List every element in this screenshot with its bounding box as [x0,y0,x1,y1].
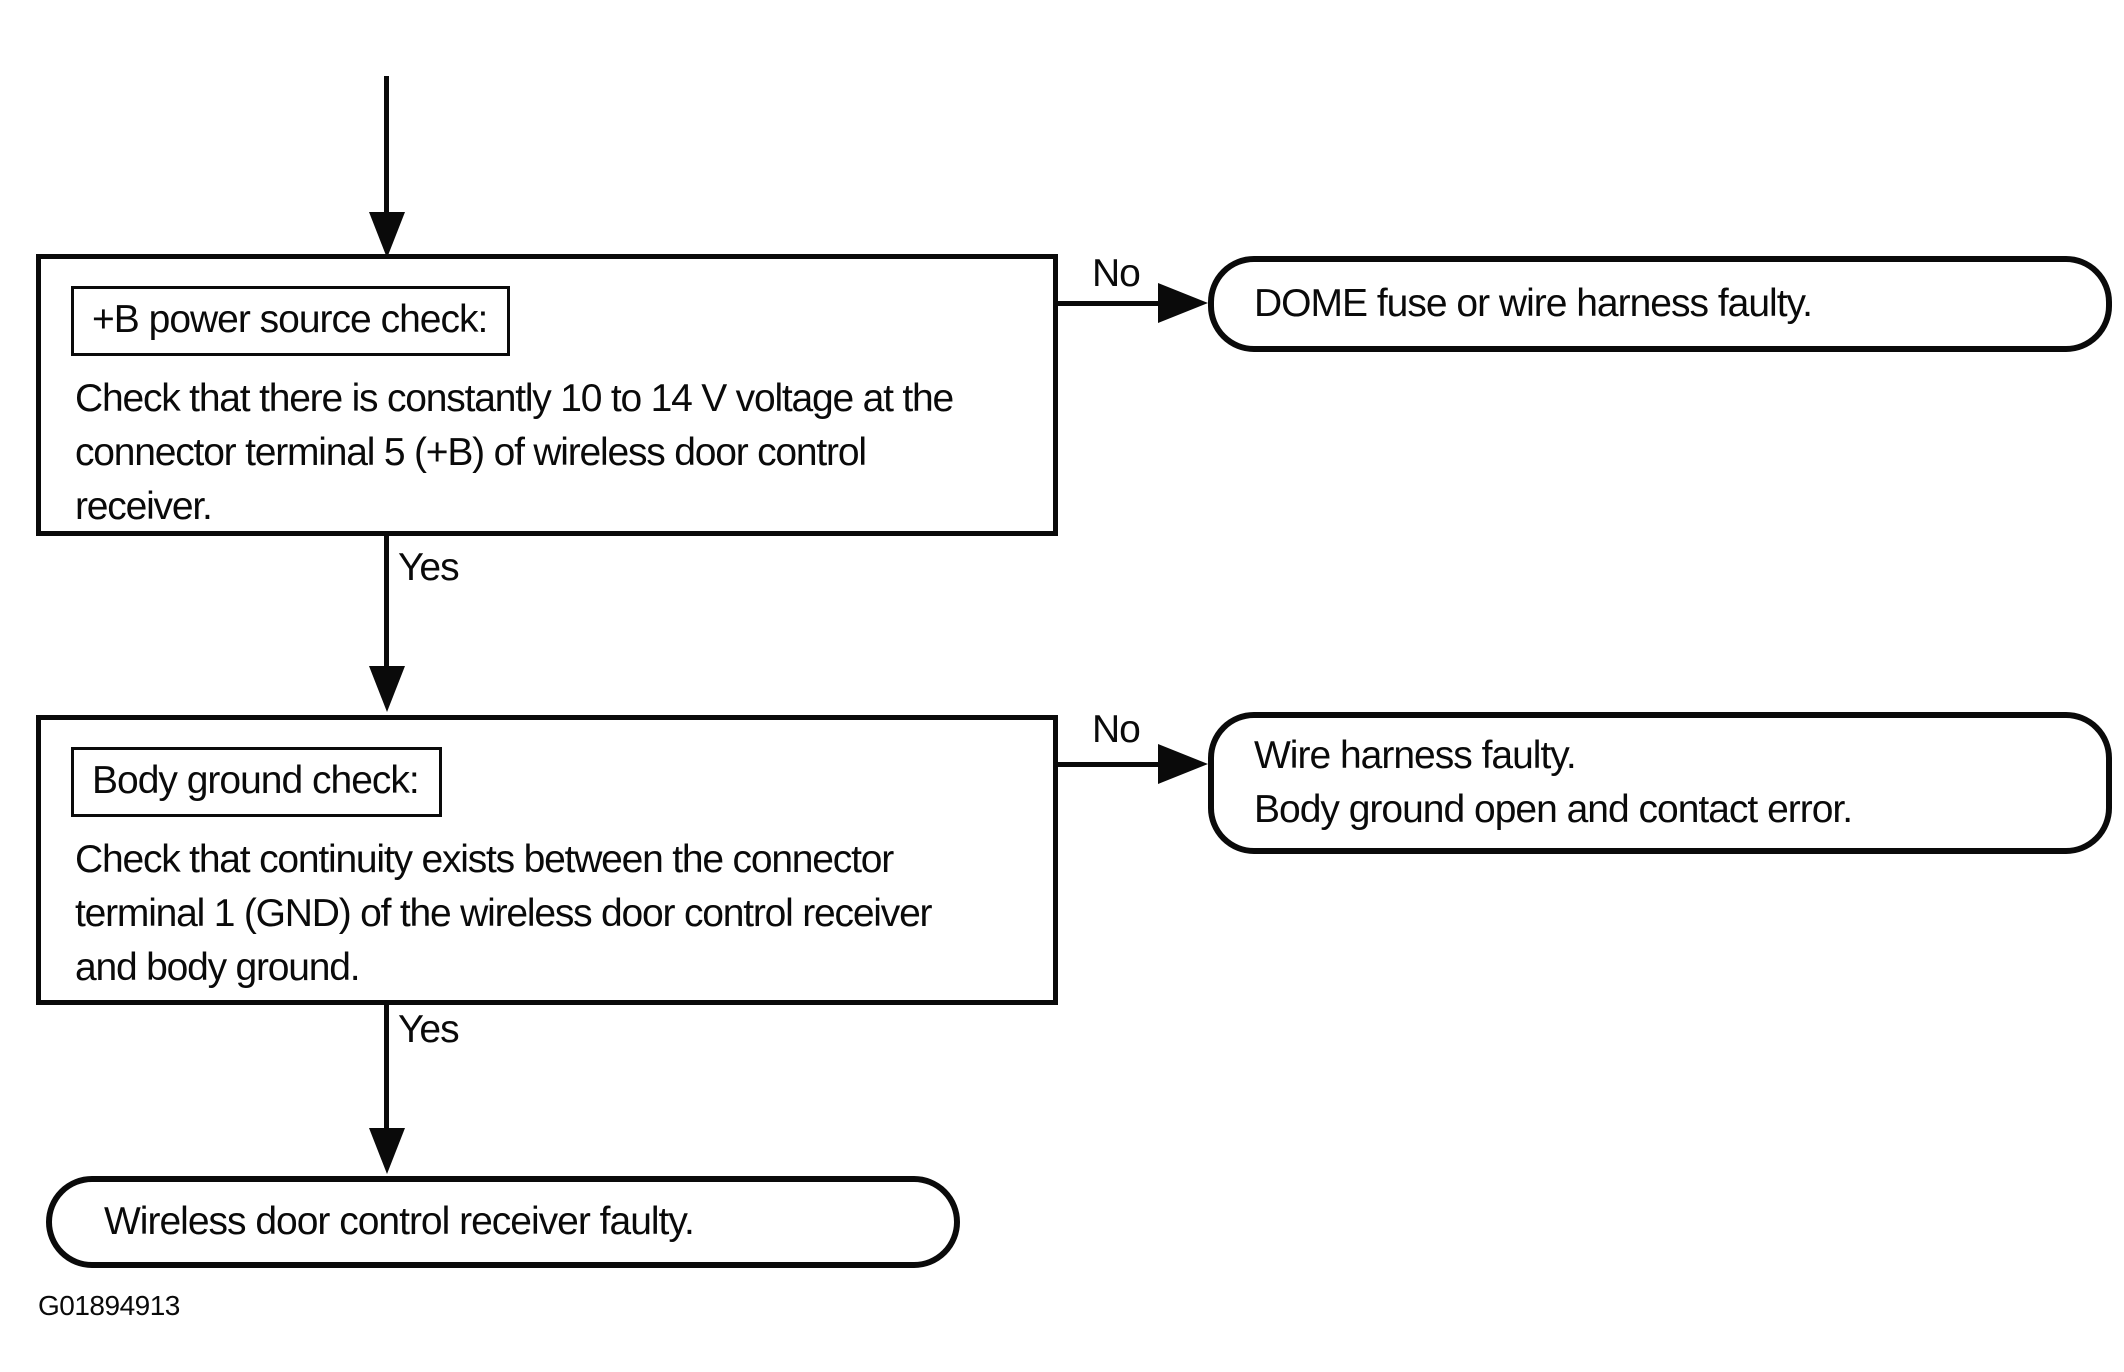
step1-title-box: +B power source check: [71,286,511,356]
step1-yes-arrow-line [384,536,389,670]
step1-desc-line-2: connector terminal 5 (+B) of wireless do… [75,431,867,474]
step2-desc-line-3: and body ground. [75,946,361,989]
step1-no-result-box: DOME fuse or wire harness faulty. [1208,256,2112,352]
entry-arrow-line [384,76,389,216]
step2-yes-label: Yes [398,1008,460,1051]
step2-yes-arrow-line [384,1005,389,1131]
step2-no-result-line-2: Body ground open and contact error. [1254,788,1853,831]
step1-no-arrow-head [1158,283,1208,323]
step2-title-box: Body ground check: [71,747,442,817]
step2-desc-line-1: Check that continuity exists between the… [75,838,894,881]
step2-no-label: No [1092,708,1141,751]
step2-desc-line-2: terminal 1 (GND) of the wireless door co… [75,892,933,935]
step1-desc-line-3: receiver. [75,485,213,528]
step1-description: Check that there is constantly 10 to 14 … [75,372,1033,534]
step2-yes-arrow-head [369,1128,405,1174]
step1-process-box: +B power source check: Check that there … [36,254,1058,536]
step2-no-result-box: Wire harness faulty. Body ground open an… [1208,712,2112,854]
step2-title: Body ground check: [92,759,420,802]
step1-no-label: No [1092,252,1141,295]
step1-yes-label: Yes [398,546,460,589]
step2-no-arrow-line [1056,762,1162,767]
step2-description: Check that continuity exists between the… [75,833,1033,995]
entry-arrow-head [369,212,405,258]
step1-desc-line-1: Check that there is constantly 10 to 14 … [75,377,954,420]
final-result-box: Wireless door control receiver faulty. [46,1176,960,1268]
figure-id-caption: G01894913 [38,1290,180,1321]
step2-no-result-line-1: Wire harness faulty. [1254,734,1577,777]
final-result-text: Wireless door control receiver faulty. [104,1200,695,1243]
step1-yes-arrow-head [369,666,405,712]
step1-no-result-text: DOME fuse or wire harness faulty. [1254,282,1813,325]
step1-no-arrow-line [1056,301,1162,306]
step1-title: +B power source check: [92,298,488,341]
step2-process-box: Body ground check: Check that continuity… [36,715,1058,1005]
step2-no-arrow-head [1158,744,1208,784]
